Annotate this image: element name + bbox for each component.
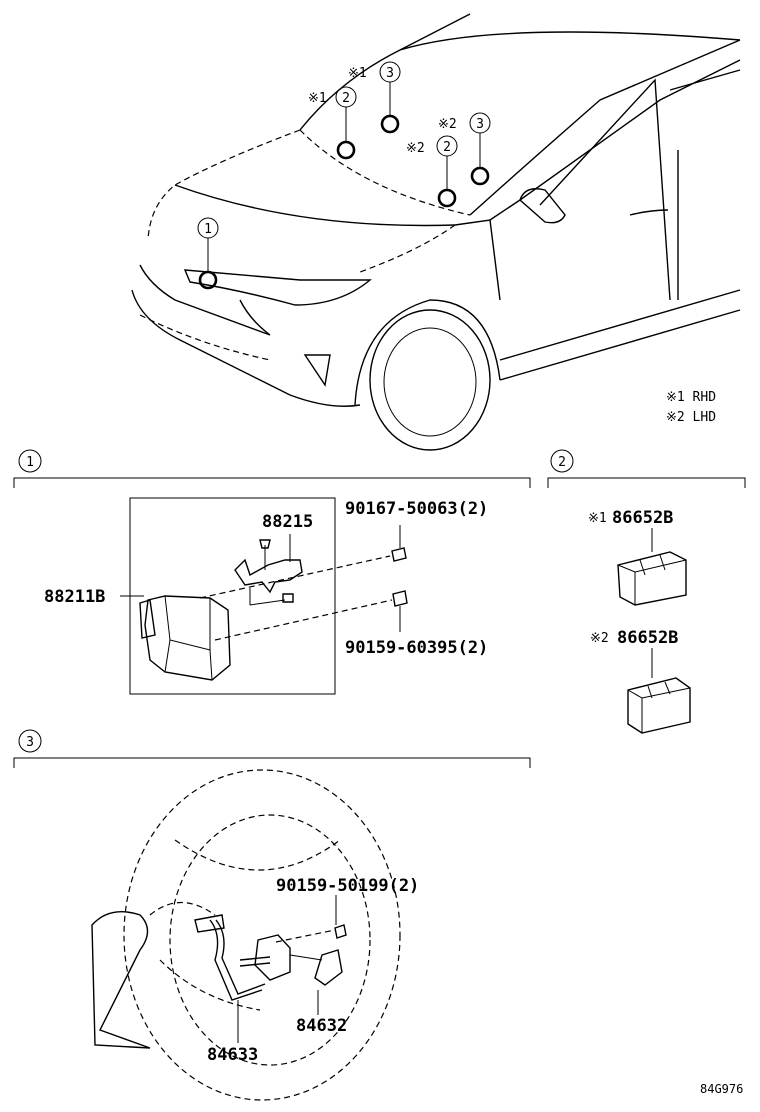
svg-text:90167-50063(2): 90167-50063(2) <box>345 499 488 519</box>
svg-text:2: 2 <box>443 140 451 155</box>
svg-text:86652B: 86652B <box>617 628 678 648</box>
svg-text:84633: 84633 <box>207 1045 258 1065</box>
callout-lhd-windshield: ※2 2 ※2 3 <box>406 112 491 208</box>
svg-text:88211B: 88211B <box>44 587 105 607</box>
svg-text:90159-50199(2): 90159-50199(2) <box>276 876 419 896</box>
svg-text:1: 1 <box>204 222 212 237</box>
svg-text:3: 3 <box>386 66 394 81</box>
svg-text:3: 3 <box>476 117 484 132</box>
section-2: 2 ※1 86652B ※2 86652B <box>547 449 746 734</box>
svg-text:※2: ※2 <box>590 631 609 646</box>
location-marker-1 <box>198 270 218 290</box>
svg-text:84632: 84632 <box>296 1016 347 1036</box>
callout-rhd-windshield: ※1 2 ※1 3 <box>308 61 401 160</box>
svg-text:86652B: 86652B <box>612 508 673 528</box>
svg-text:3: 3 <box>26 735 34 750</box>
svg-text:2: 2 <box>558 455 566 470</box>
svg-text:※1 RHD: ※1 RHD <box>666 390 716 405</box>
svg-text:2: 2 <box>342 91 350 106</box>
svg-text:※2 LHD: ※2 LHD <box>666 410 716 425</box>
svg-text:※1: ※1 <box>588 511 607 526</box>
svg-text:※2: ※2 <box>438 117 457 132</box>
section-3: 3 90159-50199(2) 84632 84633 <box>13 729 531 1101</box>
section-1: 1 88215 88211B 90167-50063(2) 90159-6039… <box>13 449 531 695</box>
steering-side-legend: ※1 RHD ※2 LHD <box>666 390 716 425</box>
svg-text:90159-60395(2): 90159-60395(2) <box>345 638 488 658</box>
svg-text:※2: ※2 <box>406 141 425 156</box>
svg-text:※1: ※1 <box>308 91 327 106</box>
svg-text:※1: ※1 <box>348 66 367 81</box>
callout-1-car: 1 <box>197 217 219 290</box>
figure-code: 84G976 <box>700 1082 743 1096</box>
car-overview <box>131 13 741 451</box>
svg-text:1: 1 <box>26 455 34 470</box>
svg-text:88215: 88215 <box>262 512 313 532</box>
